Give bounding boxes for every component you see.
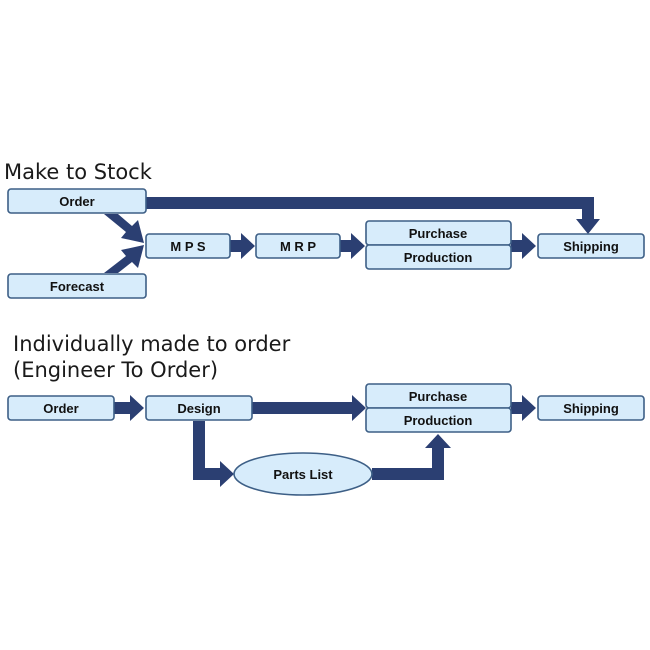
mts-shipping-node: Shipping [537, 233, 645, 259]
mts-shipping-label: Shipping [563, 239, 619, 254]
mts-order-node: Order [7, 188, 147, 214]
eto-purchase-label: Purchase [409, 389, 468, 404]
arrow-parts-list-to-production [372, 434, 451, 480]
arrow-production-to-shipping [511, 233, 536, 259]
mts-purchase-node: Purchase [365, 220, 512, 246]
arrow-eto-order-to-design [114, 395, 144, 421]
eto-order-label: Order [43, 401, 78, 416]
arrow-design-to-purchase [252, 395, 366, 421]
eto-order-node: Order [7, 395, 115, 421]
mts-mps-node: M P S [145, 233, 231, 259]
mts-order-label: Order [59, 194, 94, 209]
eto-production-node: Production [365, 407, 512, 433]
mts-order-box [7, 188, 147, 214]
mts-mps-box [145, 233, 231, 259]
arrow-mrp-to-purchase-production [340, 233, 365, 259]
mts-purchase-label: Purchase [409, 226, 468, 241]
mts-mrp-box [255, 233, 341, 259]
engineer-to-order-title-line2: (Engineer To Order) [13, 358, 219, 382]
eto-shipping-label: Shipping [563, 401, 619, 416]
mts-mps-label: M P S [170, 239, 205, 254]
arrow-forecast-to-mps [104, 245, 144, 273]
mts-mrp-label: M R P [280, 239, 316, 254]
mts-shipping-box [537, 233, 645, 259]
mts-forecast-label: Forecast [50, 279, 105, 294]
arrow-order-to-mps [104, 214, 144, 243]
arrow-mps-to-mrp [230, 233, 255, 259]
eto-parts-list-label: Parts List [273, 467, 333, 482]
arrow-design-to-parts-list [193, 421, 234, 487]
mts-production-label: Production [404, 250, 473, 265]
eto-design-node: Design [145, 395, 253, 421]
eto-design-label: Design [177, 401, 220, 416]
mts-mrp-node: M R P [255, 233, 341, 259]
mts-production-node: Production [365, 244, 512, 270]
eto-production-label: Production [404, 413, 473, 428]
mts-forecast-node: Forecast [7, 273, 147, 299]
eto-parts-list-node: Parts List [233, 452, 373, 496]
arrow-order-to-shipping [146, 197, 600, 234]
mts-arrows [104, 197, 600, 273]
eto-parts-list-ellipse [233, 452, 373, 496]
arrow-eto-production-to-shipping [511, 395, 536, 421]
eto-design-box [145, 395, 253, 421]
engineer-to-order-title-line1: Individually made to order [13, 332, 291, 356]
eto-arrows [114, 395, 536, 487]
mts-production-box [365, 244, 512, 270]
eto-shipping-node: Shipping [537, 395, 645, 421]
mts-forecast-box [7, 273, 147, 299]
eto-purchase-node: Purchase [365, 383, 512, 409]
make-to-stock-title: Make to Stock [4, 160, 152, 184]
eto-order-box [7, 395, 115, 421]
eto-shipping-box [537, 395, 645, 421]
eto-production-box [365, 407, 512, 433]
